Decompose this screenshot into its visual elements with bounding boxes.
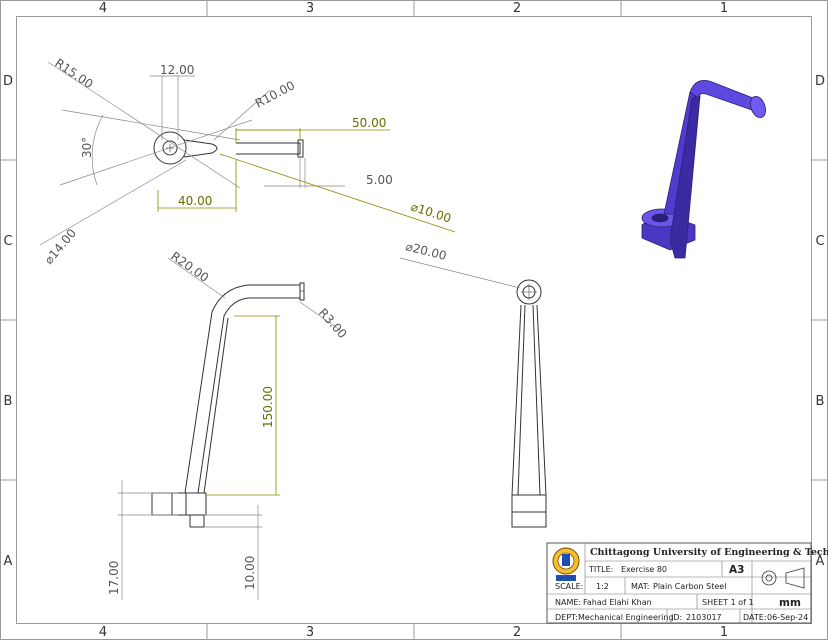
title-block: Chittagong University of Engineering & T… bbox=[546, 542, 828, 624]
top-view bbox=[153, 131, 304, 165]
zone-col-bottom-2: 2 bbox=[513, 625, 521, 640]
dim-17: 17.00 bbox=[107, 561, 121, 595]
dim-12: 12.00 bbox=[160, 63, 194, 77]
zone-col-bottom-3: 3 bbox=[306, 625, 314, 640]
tb-dept-label: DEPT: bbox=[555, 613, 578, 622]
top-view-dims-grey: R15.00 12.00 R10.00 30° ⌀14.00 5.00 bbox=[39, 56, 393, 267]
zone-row-right-c: C bbox=[815, 234, 824, 249]
zone-col-bottom-4: 4 bbox=[99, 625, 107, 640]
zone-col-top-2: 2 bbox=[513, 1, 521, 16]
front-view-dims-olive: 150.00 bbox=[206, 315, 280, 496]
zone-col-top-4: 4 bbox=[99, 1, 107, 16]
dim-30deg: 30° bbox=[80, 137, 94, 158]
tb-university: Chittagong University of Engineering & T… bbox=[590, 547, 828, 558]
side-view bbox=[511, 279, 547, 528]
tb-name-value: Fahad Elahi Khan bbox=[583, 598, 652, 607]
tb-mat-value: Plain Carbon Steel bbox=[653, 582, 726, 591]
zone-row-right-d: D bbox=[815, 74, 825, 89]
dim-dia20: ⌀20.00 bbox=[404, 239, 448, 263]
dim-dia14: ⌀14.00 bbox=[42, 226, 79, 267]
zone-row-left-a: A bbox=[4, 554, 13, 569]
front-view bbox=[151, 282, 305, 528]
zone-col-top-1: 1 bbox=[720, 1, 728, 16]
tb-id-label: ID: bbox=[671, 613, 682, 622]
dim-40: 40.00 bbox=[178, 194, 212, 208]
zone-col-bottom-1: 1 bbox=[720, 625, 728, 640]
zone-row-left-c: C bbox=[3, 234, 12, 249]
tb-scale-label: SCALE: bbox=[555, 582, 583, 591]
tb-mat-label: MAT: bbox=[631, 582, 649, 591]
zone-labels: 4 3 2 1 4 3 2 1 D C B A D C B A bbox=[3, 1, 825, 640]
tb-title-label: TITLE: bbox=[588, 565, 613, 574]
zone-row-left-b: B bbox=[4, 394, 13, 409]
tb-scale-value: 1:2 bbox=[596, 582, 609, 591]
dim-10: 10.00 bbox=[243, 556, 257, 590]
university-logo bbox=[552, 547, 580, 581]
tb-sheet: SHEET 1 of 1 bbox=[702, 598, 754, 607]
dim-dia10: ⌀10.00 bbox=[409, 200, 453, 226]
zone-row-left-d: D bbox=[3, 74, 13, 89]
tb-date-value: 06-Sep-24 bbox=[767, 613, 808, 622]
tb-date-label: DATE: bbox=[743, 613, 767, 622]
tb-id-value: 2103017 bbox=[686, 613, 722, 622]
isometric-part bbox=[641, 79, 766, 259]
front-view-dims-grey: R20.00 R3.00 17.00 10.00 bbox=[107, 249, 350, 600]
dim-r15: R15.00 bbox=[52, 56, 95, 91]
dim-r3: R3.00 bbox=[316, 306, 350, 341]
tb-name-label: NAME: bbox=[555, 598, 581, 607]
dim-50: 50.00 bbox=[352, 116, 386, 130]
tb-units: mm bbox=[779, 597, 801, 609]
dim-r20: R20.00 bbox=[168, 249, 211, 285]
zone-row-right-a: A bbox=[816, 554, 825, 569]
side-view-dims: ⌀20.00 bbox=[399, 239, 521, 289]
dim-5: 5.00 bbox=[366, 173, 393, 187]
tb-dept-value: Mechanical Engineering bbox=[578, 613, 674, 622]
zone-row-right-b: B bbox=[816, 394, 825, 409]
tb-title-value: Exercise 80 bbox=[621, 565, 667, 574]
tb-size: A3 bbox=[729, 564, 744, 576]
dim-150: 150.00 bbox=[261, 386, 275, 428]
dim-r10: R10.00 bbox=[253, 78, 297, 110]
zone-col-top-3: 3 bbox=[306, 1, 314, 16]
projection-symbol-icon bbox=[761, 567, 805, 589]
